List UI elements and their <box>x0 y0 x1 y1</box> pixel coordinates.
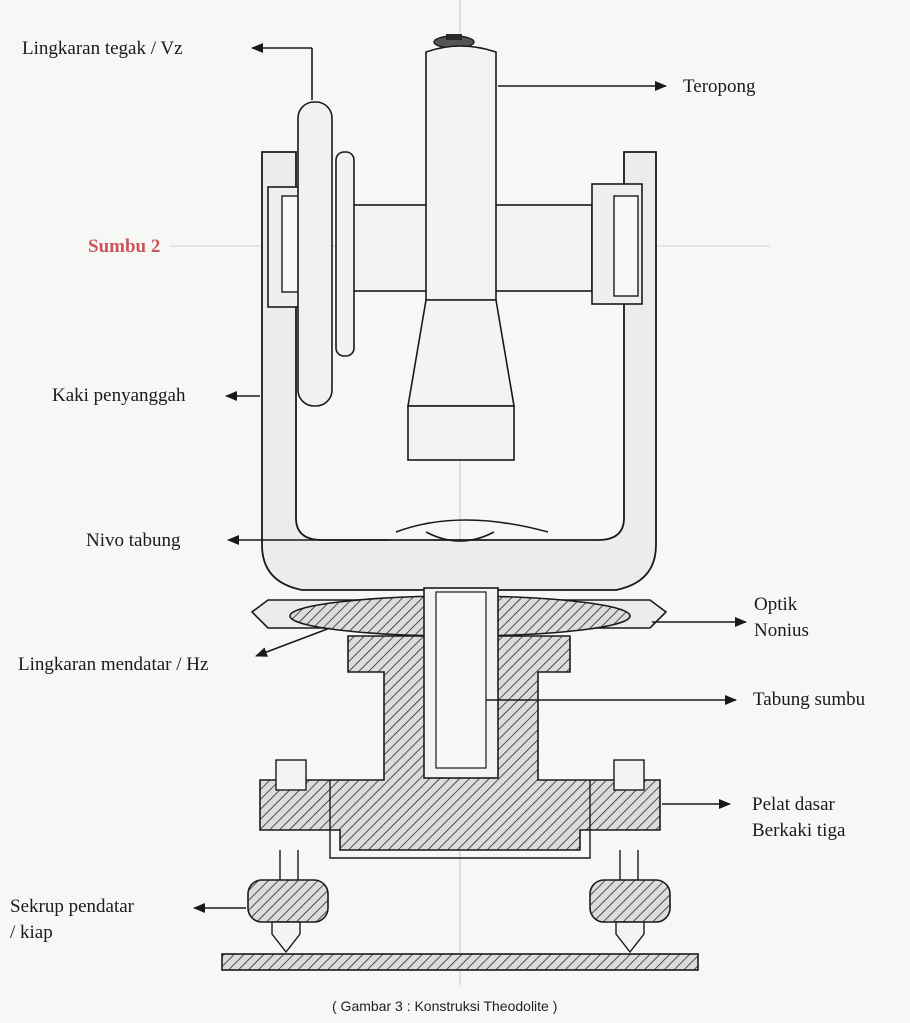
screw-tip-left <box>271 921 301 954</box>
foot-screw-top-right <box>613 759 645 791</box>
label-berkaki-tiga: Berkaki tiga <box>752 820 846 841</box>
axis-tube-inner <box>435 591 487 769</box>
label-optik: Optik <box>754 594 798 615</box>
base-plate <box>221 953 699 971</box>
right-bearing-inner <box>613 195 639 297</box>
label-lingkaran-mendatar: Lingkaran mendatar / Hz <box>18 654 209 675</box>
label-pelat-dasar: Pelat dasar <box>752 794 835 815</box>
telescope-objective-cone <box>407 299 515 407</box>
label-teropong: Teropong <box>683 76 756 97</box>
foot-screw-top-left <box>275 759 307 791</box>
vertical-circle-disc <box>297 101 333 407</box>
eyepiece-cap <box>446 34 462 40</box>
screw-tip-right <box>615 921 645 954</box>
label-kaki-penyanggah: Kaki penyanggah <box>52 385 186 406</box>
telescope-objective-lens <box>407 405 515 461</box>
label-lingkaran-tegak: Lingkaran tegak / Vz <box>22 38 183 59</box>
telescope-tube <box>425 45 497 301</box>
figure-caption: ( Gambar 3 : Konstruksi Theodolite ) <box>332 998 558 1014</box>
inner-channel <box>329 780 591 859</box>
vertical-circle-rim <box>335 151 355 357</box>
kaki-penyanggah-frame <box>261 151 657 591</box>
label-tabung-sumbu: Tabung sumbu <box>753 689 866 710</box>
sekrup-pendatar-left <box>247 879 329 923</box>
label-nivo-tabung: Nivo tabung <box>86 530 181 551</box>
label-nonius: Nonius <box>754 620 809 641</box>
label-kiap: / kiap <box>10 922 53 943</box>
arrow-lingkaran-mendatar <box>255 627 331 657</box>
nivo-tabung <box>395 519 549 542</box>
label-sekrup-pendatar: Sekrup pendatar <box>10 896 134 917</box>
sekrup-pendatar-right <box>589 879 671 923</box>
label-sumbu2: Sumbu 2 <box>88 236 161 257</box>
